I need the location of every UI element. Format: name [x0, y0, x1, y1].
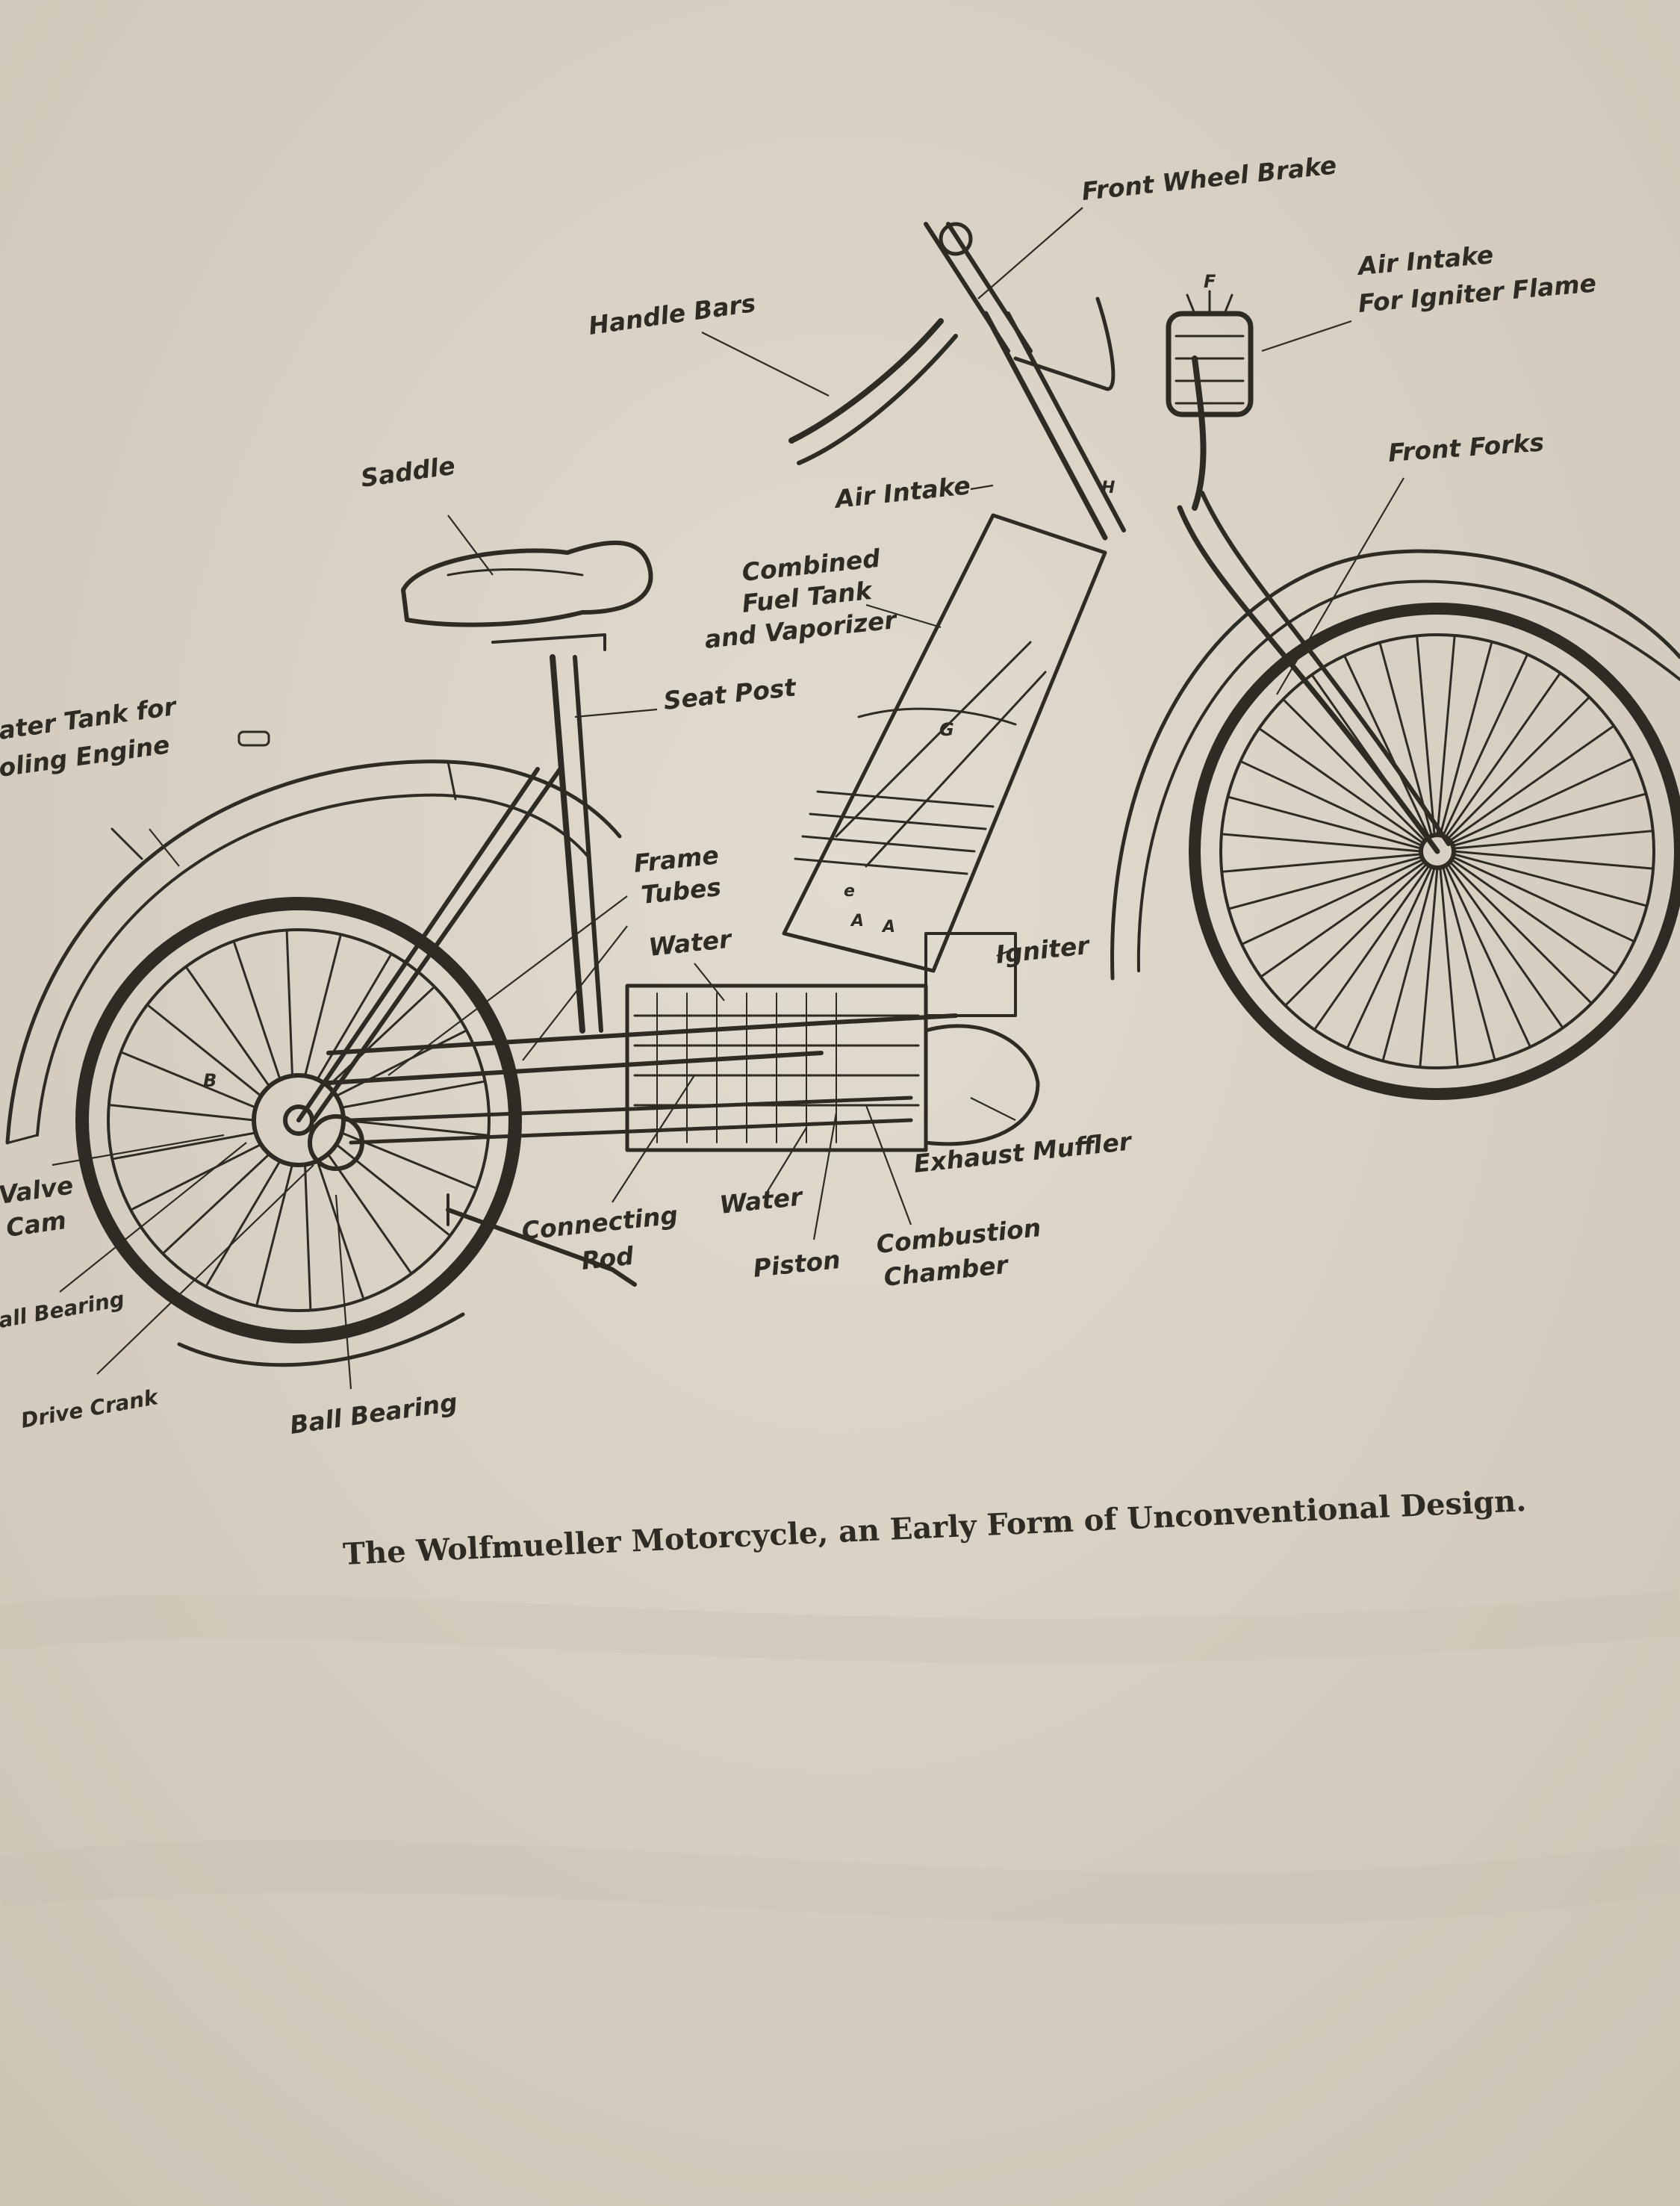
label-front-forks: Front Forks	[1387, 427, 1545, 467]
label-part-g: G	[939, 719, 954, 740]
front-wheel	[1110, 549, 1680, 1100]
wheel-spoke	[148, 1004, 263, 1098]
wheel-spoke	[1452, 853, 1647, 907]
wheel-spoke	[1442, 654, 1528, 837]
wheel-spoke	[205, 1160, 281, 1286]
handlebars	[788, 222, 1116, 465]
wheel-spoke	[1228, 795, 1422, 850]
leader-lines	[52, 207, 1404, 1390]
wheel-spoke	[1452, 856, 1634, 942]
label-air-intake-igniter-line1: Air Intake	[1354, 240, 1494, 281]
label-connecting-rod-line1: Connecting	[520, 1200, 679, 1246]
wheel-spoke	[1416, 636, 1436, 836]
wheel-spoke	[1222, 833, 1422, 853]
wheel-spoke	[186, 967, 271, 1088]
wheel-spoke	[1446, 863, 1564, 1028]
wheel-spoke	[1260, 860, 1426, 978]
diagram-caption: The Wolfmueller Motorcycle, an Early For…	[342, 1483, 1527, 1572]
wheel-spoke	[1450, 858, 1616, 975]
wheel-spoke	[1439, 866, 1459, 1067]
label-part-f: F	[1204, 271, 1216, 292]
label-front-wheel-brake: Front Wheel Brake	[1080, 150, 1338, 206]
label-water-bottom: Water	[718, 1181, 805, 1219]
label-seat-post: Seat Post	[662, 672, 798, 715]
wheel-spoke	[110, 1104, 255, 1122]
wheel-spoke	[342, 1119, 488, 1137]
wheel-spoke	[326, 987, 435, 1088]
wheel-spoke	[1419, 866, 1439, 1067]
wheel-spoke	[163, 1152, 271, 1254]
wheel-spoke	[1259, 728, 1425, 845]
label-part-a2: A	[881, 918, 895, 936]
wheel-spoke	[1436, 636, 1456, 836]
wheel-spoke	[304, 935, 342, 1078]
label-handle-bars: Handle Bars	[587, 288, 758, 341]
callout-labels: Front Wheel Brake Air Intake For Igniter…	[0, 150, 1597, 1440]
wheel-spoke	[326, 1152, 411, 1273]
wheel-spoke	[1450, 757, 1633, 845]
label-saddle: Saddle	[359, 451, 457, 493]
label-piston: Piston	[752, 1245, 842, 1283]
label-combustion-line1: Combustion	[875, 1213, 1042, 1259]
rear-wheel	[75, 897, 522, 1367]
wheel-spoke	[1314, 864, 1431, 1030]
label-frame-tubes-line1: Frame	[632, 840, 721, 878]
wheel-spoke	[316, 1160, 364, 1299]
rear-mudguard	[5, 730, 622, 1145]
wheel-spoke	[1343, 656, 1431, 839]
wheel-spoke	[304, 1163, 312, 1310]
wheel-spoke	[316, 954, 392, 1081]
label-igniter: Igniter	[995, 930, 1092, 969]
wheel-spoke	[1439, 641, 1493, 836]
wheel-spoke	[285, 930, 293, 1078]
wheel-spoke	[1240, 760, 1423, 847]
label-connecting-rod-line2: Rod	[580, 1241, 635, 1276]
wheel-spoke	[340, 1081, 485, 1109]
wheel-spoke	[1283, 699, 1426, 842]
wheel-spoke	[1242, 858, 1425, 945]
label-drive-crank: Drive Crank	[19, 1385, 161, 1433]
wheel-spoke	[1228, 856, 1423, 910]
label-part-b: B	[203, 1070, 217, 1091]
wheel-spoke	[1381, 866, 1436, 1061]
label-part-h: H	[1101, 479, 1115, 497]
wheel-spoke	[1444, 673, 1561, 839]
label-fuel-tank-line3: and Vaporizer	[703, 605, 899, 654]
frame	[296, 311, 1451, 1287]
label-valve-cam-line2: Cam	[4, 1205, 69, 1243]
wheel-spoke	[1442, 866, 1496, 1060]
wheel-spoke	[255, 1163, 293, 1305]
label-part-a1: A	[850, 912, 864, 930]
saddle	[401, 540, 653, 651]
wheel-spoke	[122, 1051, 257, 1109]
wheel-spoke	[1452, 850, 1653, 870]
wheel-spoke	[1285, 863, 1428, 1006]
label-water-top: Water	[647, 924, 734, 962]
label-ball-bearing-bottom: Ball Bearing	[288, 1388, 459, 1440]
wheel-spoke	[1449, 725, 1614, 842]
wheel-spoke	[1452, 792, 1646, 847]
wheel-spoke	[1449, 860, 1592, 1004]
wheel-spoke	[1444, 864, 1531, 1047]
wheel-spoke	[131, 1143, 263, 1211]
label-air-intake: Air Intake	[832, 470, 972, 514]
wheel-spoke	[233, 942, 281, 1081]
label-exhaust-muffler: Exhaust Muffler	[912, 1126, 1134, 1178]
wheel-spoke	[1452, 830, 1653, 850]
label-ball-bearing-left: all Bearing	[0, 1287, 126, 1333]
wheel-spoke	[113, 1131, 257, 1160]
igniter	[1166, 290, 1254, 417]
label-part-e: e	[844, 882, 855, 901]
wheel-spoke	[1222, 853, 1422, 873]
label-valve-cam-line1: Valve	[0, 1170, 75, 1210]
wheel-spoke	[1446, 697, 1590, 840]
wheel-spoke	[1346, 866, 1433, 1048]
wheel-spoke	[335, 1030, 466, 1098]
label-frame-tubes-line2: Tubes	[640, 872, 723, 910]
